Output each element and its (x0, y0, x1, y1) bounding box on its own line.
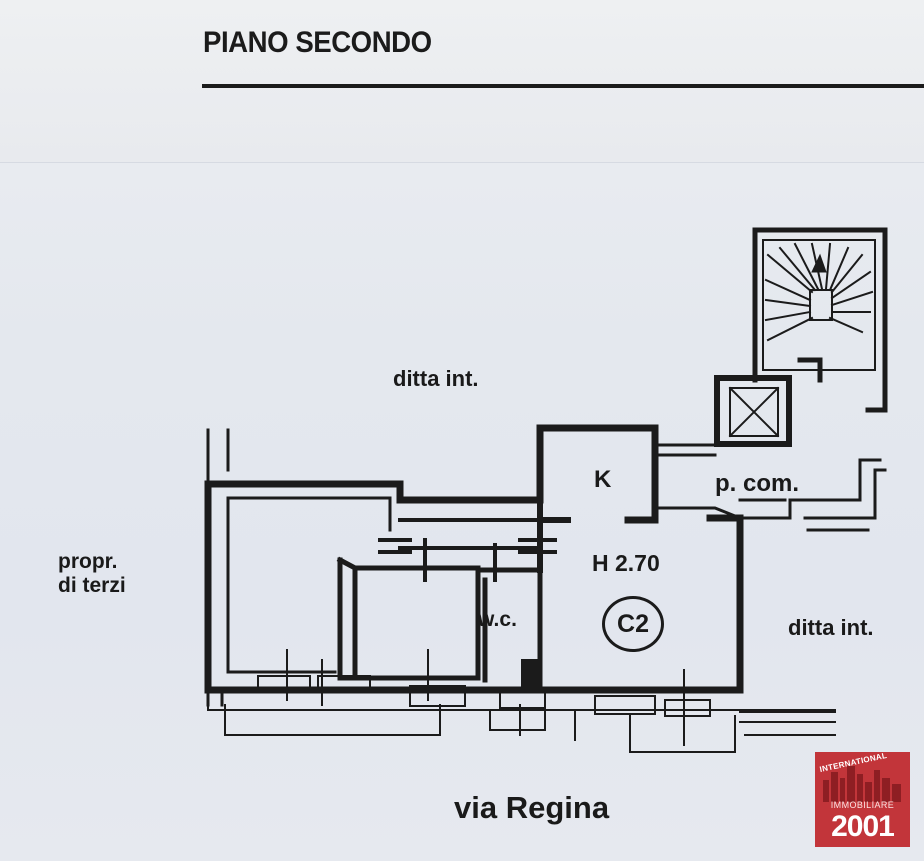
landing-wall (653, 443, 882, 520)
title-underline (202, 84, 924, 88)
corridor-wall (398, 518, 542, 550)
kitchen-label: K (594, 466, 612, 493)
stairwell-wall (752, 227, 888, 413)
neighbor-label-right: ditta int. (788, 615, 874, 640)
vertical-marks (286, 649, 685, 746)
apartment-outer-wall (204, 480, 744, 694)
left-party-walls (206, 428, 230, 707)
left-room-wall (226, 496, 392, 674)
common-area-label: p. com. (715, 470, 800, 497)
door-swing-2 (493, 538, 557, 582)
skyline-icon (823, 766, 901, 802)
unit-id-badge: C2 (602, 596, 664, 652)
elevator-cross (728, 386, 780, 438)
floor-title: PIANO SECONDO (203, 26, 432, 59)
propr-line-1: propr. (58, 550, 118, 573)
stair-core (809, 289, 833, 321)
middle-room-wall (336, 556, 481, 681)
stair-arrow (811, 253, 827, 273)
propr-line-2: di terzi (58, 574, 126, 597)
stair-treads (764, 242, 874, 342)
kitchen-partition (537, 425, 571, 573)
logo-number: 2001 (831, 810, 895, 843)
wc-fixture (521, 659, 541, 691)
scan-header-band (0, 0, 924, 163)
door-swing-1 (378, 538, 427, 582)
street-name-label: via Regina (454, 790, 610, 825)
landing-outline-right (803, 468, 887, 532)
agency-logo: INTERNATIONAL IMMOBILIARE 2001 (815, 752, 910, 847)
neighbor-label-top: ditta int. (393, 366, 479, 391)
window-set (257, 675, 711, 717)
street-line (739, 711, 836, 736)
third-party-property-label: propr. di terzi (58, 550, 126, 598)
ceiling-height-label: H 2.70 (592, 550, 660, 576)
wc-label: w.c. (478, 608, 517, 631)
apartment-top-wall (204, 424, 659, 524)
logo-subtitle: IMMOBILIARE (830, 800, 895, 810)
balcony-outline (224, 704, 736, 753)
